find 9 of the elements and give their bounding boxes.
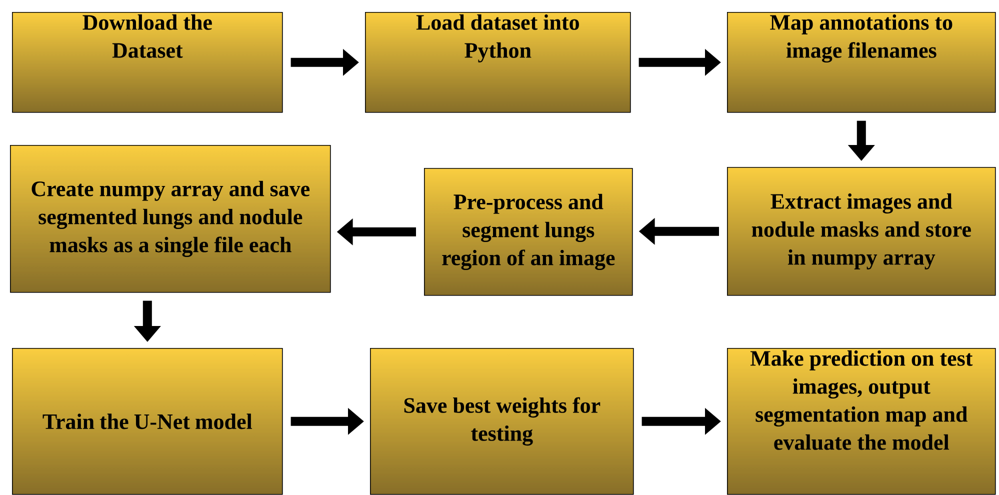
process-box: Download the Dataset [12, 12, 283, 113]
process-box: Map annotations to image filenames [727, 12, 996, 113]
process-box: Make prediction on test images, output segmentation map and evaluate the model [727, 348, 996, 495]
process-box: Extract images and nodule masks and store in numpy array [727, 167, 996, 296]
process-box: Pre-process and segment lungs region of an image [424, 168, 633, 296]
process-box: Load dataset into Python [365, 12, 631, 113]
process-box: Save best weights for testing [370, 348, 634, 495]
process-box: Train the U-Net model [12, 348, 283, 495]
process-box: Create numpy array and save segmented lungs and nodule masks as a single file each [10, 145, 331, 293]
